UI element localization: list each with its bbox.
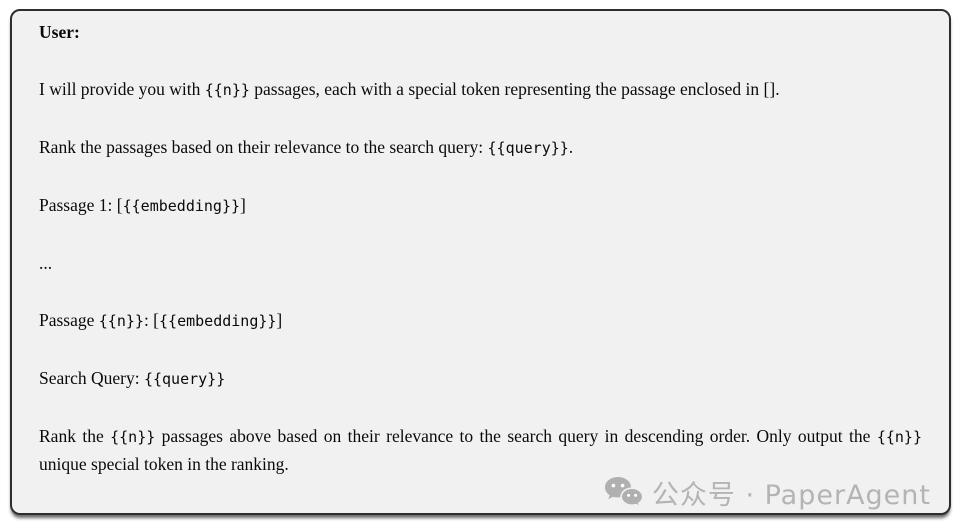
template-variable: {{n}} [204,81,250,99]
prompt-text: : [ [143,310,160,330]
prompt-text: ] [276,310,283,330]
prompt-text: Rank the [39,426,111,446]
prompt-text: ] [240,195,246,215]
prompt-text: Passage 1: [ [39,195,123,215]
speaker-label: User: [39,22,80,42]
template-variable: {{embedding}} [122,197,241,215]
prompt-text: passages above based on their relevance … [155,426,877,446]
prompt-paragraph: Rank the passages based on their relevan… [39,134,922,162]
template-variable: {{n}} [98,312,144,330]
template-variable: {{n}} [876,428,922,446]
template-variable: {{query}} [487,139,569,157]
template-variable: {{n}} [110,428,156,446]
prompt-paragraph: Passage 1: [{{embedding}}] [39,192,922,220]
prompt-paragraph: Passage {{n}}: [{{embedding}}] [39,307,922,335]
template-variable: {{query}} [143,370,226,388]
prompt-text: ... [39,253,53,273]
template-variable: {{embedding}} [159,312,277,330]
prompt-text: unique special token in the ranking. [39,454,289,474]
prompt-paragraph: ... [39,250,922,277]
prompt-text: Search Query: [39,368,144,388]
prompt-paragraph: Search Query: {{query}} [39,365,922,393]
prompt-template-card: User: I will provide you with {{n}} pass… [10,9,951,515]
prompt-text: Rank the passages based on their relevan… [39,137,488,157]
prompt-body: I will provide you with {{n}} passages, … [39,76,922,478]
prompt-paragraph: I will provide you with {{n}} passages, … [39,76,922,104]
prompt-text: passages, each with a special token repr… [249,79,780,99]
prompt-text: I will provide you with [39,79,205,99]
prompt-paragraph: Rank the {{n}} passages above based on t… [39,423,922,478]
prompt-text: . [568,137,574,157]
prompt-text: Passage [39,310,99,330]
